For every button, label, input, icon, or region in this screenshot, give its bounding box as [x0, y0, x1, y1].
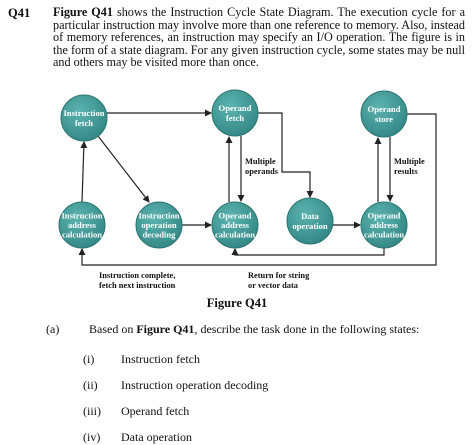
state-circle	[211, 89, 259, 137]
item-number: (iv)	[83, 430, 101, 444]
state-label: Instruction	[138, 210, 179, 220]
diagram-labels: MultipleoperandsMultipleresultsInstructi…	[99, 157, 425, 290]
part-a-prefix: Based on	[89, 322, 137, 336]
state-label: Operand	[368, 210, 401, 220]
return-string-arrow	[231, 248, 385, 256]
instruction-complete-label: fetch next instruction	[99, 281, 176, 290]
state-label: store	[375, 114, 393, 124]
state-label: Instruction	[61, 210, 102, 220]
multiple-operands-label: operands	[245, 167, 279, 176]
item-text: Instruction operation decoding	[121, 378, 269, 392]
multiple-operands-label: Multiple	[245, 157, 276, 166]
item-text: Operand fetch	[121, 404, 190, 418]
state-label: address	[68, 220, 97, 230]
state-label: fetch	[226, 113, 244, 123]
state-label: calculation	[62, 230, 102, 240]
state-label: operation	[292, 221, 328, 231]
multiple-results-label: results	[394, 167, 418, 176]
instruction-complete-label: Instruction complete,	[99, 271, 175, 280]
state-circle	[360, 201, 408, 249]
transition-arrow	[258, 112, 314, 198]
item-number: (i)	[83, 352, 95, 366]
question-paragraph: Figure Q41 shows the Instruction Cycle S…	[53, 6, 465, 69]
state-label: fetch	[75, 118, 93, 128]
diagram-nodes: InstructionfetchOperandfetchOperandstore…	[58, 89, 408, 249]
item-number: (ii)	[83, 378, 98, 392]
multiple-results-label: Multiple	[394, 157, 425, 166]
figure-reference: Figure Q41	[53, 5, 113, 19]
item-number: (iii)	[83, 404, 101, 418]
item-text: Data operation	[121, 430, 192, 444]
return-for-string-label: Return for string	[248, 271, 310, 280]
state-circle	[360, 90, 408, 138]
part-a-figure-ref: Figure Q41	[136, 322, 195, 336]
state-label: Operand	[368, 104, 401, 114]
transition-arrow	[97, 135, 150, 203]
part-a-label: (a)	[46, 322, 60, 336]
part-a-suffix: , describe the task done in the followin…	[194, 322, 420, 336]
state-label: address	[370, 220, 399, 230]
state-circle	[135, 201, 183, 249]
state-label: decoding	[143, 230, 177, 240]
diagram-edges	[78, 109, 437, 266]
return-for-string-label: or vector data	[248, 281, 299, 290]
part-a-question: Based on Figure Q41, describe the task d…	[89, 322, 419, 337]
figure-caption: Figure Q41	[206, 296, 268, 310]
state-label: Data	[301, 211, 319, 221]
outer-return-arrow	[78, 113, 437, 266]
state-label: Instruction	[63, 108, 104, 118]
state-label: address	[221, 220, 250, 230]
state-circle	[211, 201, 259, 249]
state-label: calculation	[364, 230, 404, 240]
question-text: shows the Instruction Cycle State Diagra…	[53, 5, 465, 70]
question-number: Q41	[8, 6, 31, 20]
item-text: Instruction fetch	[121, 352, 200, 366]
state-circle	[60, 94, 108, 142]
state-label: Operand	[219, 210, 252, 220]
transition-arrow	[80, 141, 88, 203]
state-circle	[286, 197, 334, 245]
state-label: calculation	[215, 230, 255, 240]
state-circle	[58, 201, 106, 249]
state-label: Operand	[219, 103, 252, 113]
state-label: operation	[141, 220, 177, 230]
